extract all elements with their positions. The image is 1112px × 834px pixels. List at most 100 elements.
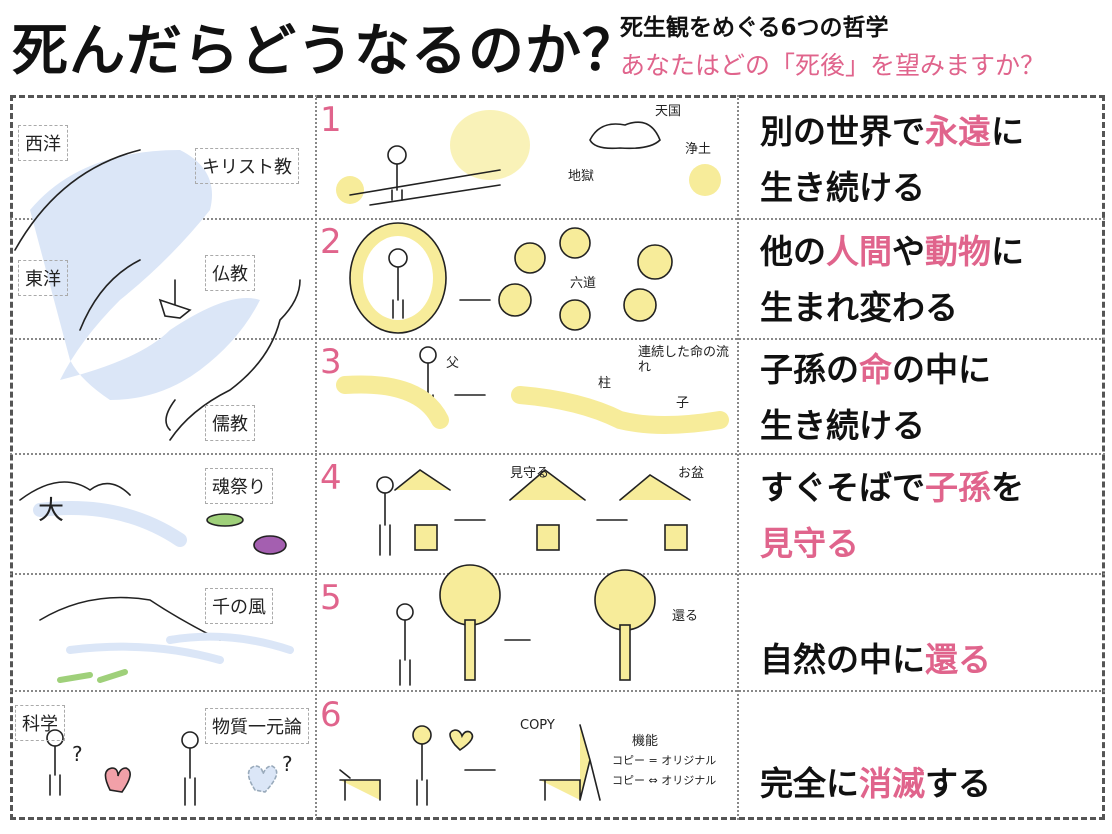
- ship-icon: [158, 279, 192, 319]
- row-number: 2: [320, 222, 342, 262]
- answer-segment: に: [991, 232, 1024, 271]
- label-child: 子: [676, 396, 690, 411]
- mountains-left: [19, 481, 221, 641]
- answer-line: 生き続ける: [760, 160, 1024, 216]
- answer-segment: に: [991, 112, 1024, 151]
- highlight-word: 消滅: [859, 764, 925, 803]
- arrow: [454, 299, 628, 771]
- highlight-word: 子孫: [925, 468, 991, 507]
- label-copy-equal: コピー = オリジナル: [612, 754, 717, 767]
- question-mark: ?: [282, 752, 293, 776]
- cloud: [589, 121, 661, 150]
- row-divider: [10, 573, 1105, 575]
- answer-segment: 生まれ変わる: [760, 288, 958, 327]
- answer-text: 子孫の命の中に生き続ける: [760, 342, 991, 454]
- label-watch: 見守る: [510, 466, 550, 481]
- answer-line: 子孫の命の中に: [760, 342, 991, 398]
- answer-line: 完全に消滅する: [760, 756, 991, 812]
- answer-text: 他の人間や動物に生まれ変わる: [760, 224, 1024, 336]
- label-six-realms: 六道: [570, 276, 597, 291]
- answer-line: 他の人間や動物に: [760, 224, 1024, 280]
- row-divider: [10, 338, 1105, 340]
- label-return: 還る: [672, 609, 699, 624]
- answer-segment: 他の: [760, 232, 826, 271]
- six-realms-circles: [498, 227, 673, 331]
- heart-icon: [449, 729, 474, 752]
- answer-line: すぐそばで子孫を: [760, 460, 1024, 516]
- label-thousand-winds: 千の風: [205, 588, 273, 624]
- label-copy: COPY: [520, 718, 555, 733]
- question-mark: ?: [72, 742, 83, 766]
- grass: [57, 669, 128, 683]
- row-number: 1: [320, 100, 342, 140]
- label-flow: 連続した命の流れ: [638, 345, 730, 375]
- bridge: [349, 169, 501, 206]
- answer-segment: 別の世界で: [760, 112, 925, 151]
- answer-line: 自然の中に還る: [760, 632, 991, 688]
- sea-map: [30, 150, 260, 400]
- row-number: 3: [320, 342, 342, 382]
- label-tamamatsuri: 魂祭り: [205, 468, 273, 504]
- answer-line: 見守る: [760, 516, 1024, 572]
- label-father: 父: [446, 356, 460, 371]
- halo: [336, 176, 364, 204]
- page-title: 死んだらどうなるのか？: [12, 19, 639, 84]
- answer-line: 生き続ける: [760, 398, 991, 454]
- answer-segment: 生き続ける: [760, 406, 925, 445]
- column-divider: [737, 95, 739, 820]
- robot-figure: [539, 724, 601, 801]
- house: [664, 524, 688, 551]
- house: [536, 524, 560, 551]
- eggplant-cow: [253, 535, 287, 555]
- row-number: 6: [320, 695, 342, 735]
- label-copy-differ: コピー ⇔ オリジナル: [612, 774, 717, 787]
- row-number: 5: [320, 578, 342, 618]
- answer-text: すぐそばで子孫を見守る: [760, 460, 1024, 572]
- house-roof: [394, 468, 691, 501]
- answer-segment: 完全に: [760, 764, 859, 803]
- answer-text: 完全に消滅する: [760, 756, 991, 812]
- dog-icon: [339, 769, 381, 801]
- label-dai: 大: [38, 496, 65, 526]
- answer-segment: や: [892, 232, 925, 271]
- answer-segment: すぐそばで: [760, 468, 925, 507]
- answer-segment: 自然の中に: [760, 640, 925, 679]
- figures: [46, 145, 437, 806]
- pure-land-halo: [689, 164, 721, 196]
- row-divider: [10, 453, 1105, 455]
- coastline: [79, 259, 301, 441]
- answer-line: 別の世界で永遠に: [760, 104, 1024, 160]
- row-divider: [10, 690, 1105, 692]
- heart-outline-icon: [247, 765, 278, 793]
- wind-left: [66, 632, 294, 664]
- label-christianity: キリスト教: [195, 148, 299, 184]
- highlight-word: 見守る: [760, 524, 859, 563]
- column-divider: [315, 95, 317, 820]
- highlight-word: 命: [859, 350, 892, 389]
- house: [414, 524, 438, 551]
- label-materialism: 物質一元論: [205, 708, 309, 744]
- label-east: 東洋: [18, 260, 68, 296]
- label-pillar: 柱: [598, 376, 612, 391]
- outer-frame: [10, 95, 1105, 820]
- label-science: 科学: [15, 705, 65, 741]
- label-function: 機能: [632, 734, 659, 749]
- highlight-word: 動物: [925, 232, 991, 271]
- label-buddhism: 仏教: [205, 255, 255, 291]
- label-west: 西洋: [18, 125, 68, 161]
- answer-segment: の中に: [892, 350, 991, 389]
- highlight-word: 人間: [826, 232, 892, 271]
- answer-segment: 子孫の: [760, 350, 859, 389]
- river-left: [33, 501, 187, 547]
- row-divider: [10, 218, 1105, 220]
- heart-icon: [104, 767, 131, 793]
- label-confucianism: 儒教: [205, 405, 255, 441]
- answer-line: 生まれ変わる: [760, 280, 1024, 336]
- question: あなたはどの「死後」を望みますか？: [620, 51, 1046, 80]
- answer-segment: 生き続ける: [760, 168, 925, 207]
- answer-segment: を: [991, 468, 1024, 507]
- answer-text: 自然の中に還る: [760, 632, 991, 688]
- halo: [450, 110, 530, 180]
- answer-text: 別の世界で永遠に生き続ける: [760, 104, 1024, 216]
